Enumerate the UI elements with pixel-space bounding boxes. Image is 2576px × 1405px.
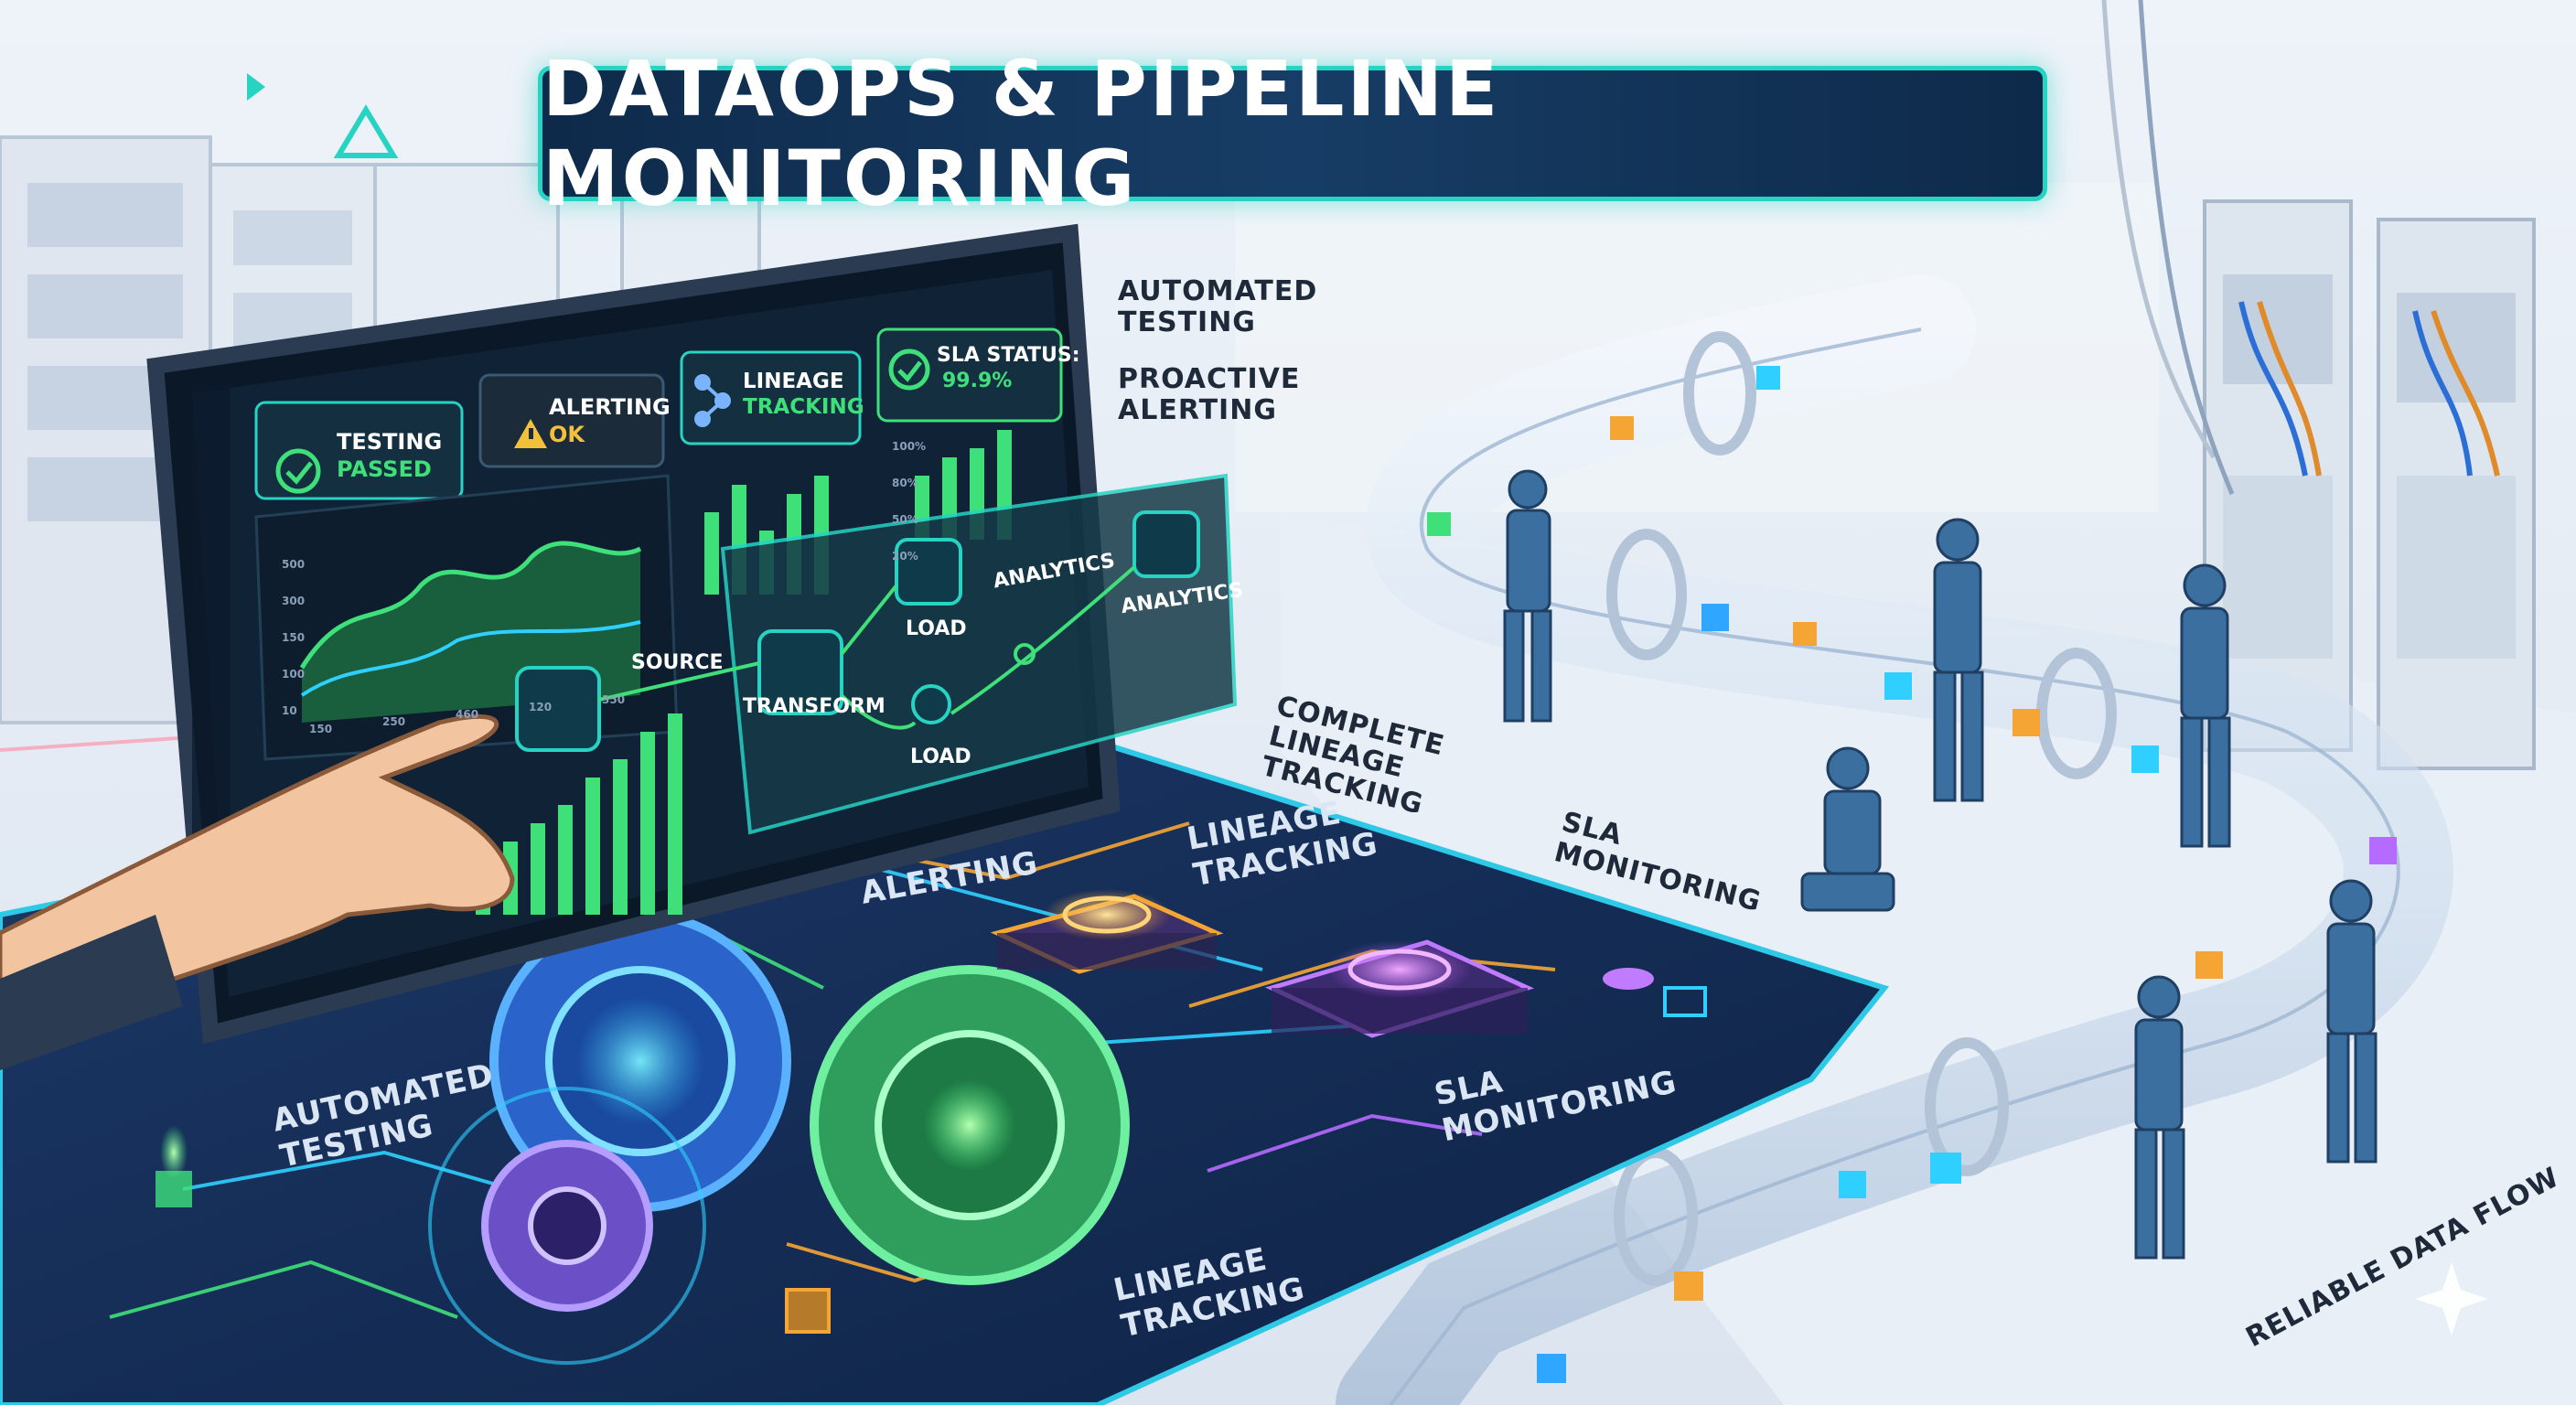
flow-label-source: SOURCE <box>631 651 724 674</box>
testing-card-status: PASSED <box>337 456 432 482</box>
flow-label-transform: TRANSFORM <box>743 695 886 718</box>
page-title: DATAOPS & PIPELINE MONITORING <box>542 44 1501 223</box>
area-chart-y-tick: 100 <box>282 668 306 681</box>
area-chart-y-tick: 500 <box>282 558 306 571</box>
bar-chart-y-tick: 100% <box>892 440 927 453</box>
bar-chart-y-tick: 80% <box>892 477 918 489</box>
gear-icon <box>428 910 1130 1365</box>
label-proactive-alerting: PROACTIVE ALERTING <box>1118 363 1301 426</box>
testing-card-title: TESTING <box>337 429 443 455</box>
flow-label-load-bottom: LOAD <box>910 745 971 768</box>
status-cards <box>254 327 1063 500</box>
engineers-group <box>1503 469 2377 1260</box>
area-chart-x-tick: 350 <box>602 693 626 706</box>
data-cube-icon <box>156 968 1707 1334</box>
flow-label-load-top: LOAD <box>906 617 967 640</box>
check-circle-icon <box>275 349 930 494</box>
bar-chart-y-tick: 20% <box>892 550 918 563</box>
bar-chart-y-tick: 50% <box>892 513 918 526</box>
area-chart-x-tick: 250 <box>382 715 406 728</box>
warning-icon <box>514 419 547 448</box>
sla-card-title: SLA STATUS: <box>937 344 1080 367</box>
label-automated-testing: AUTOMATED TESTING <box>1118 275 1318 338</box>
area-chart-y-tick: 300 <box>282 595 306 607</box>
title-banner: DATAOPS & PIPELINE MONITORING <box>538 44 2047 223</box>
area-chart-x-tick: 460 <box>456 708 479 721</box>
lineage-card-title: LINEAGE <box>743 370 844 393</box>
hand-pointer-icon <box>0 713 515 1070</box>
alerting-card-status: OK <box>549 422 585 447</box>
area-chart-y-tick: 150 <box>282 631 306 644</box>
alerting-device <box>990 889 1224 974</box>
sla-card-value: 99.9% <box>942 370 1013 392</box>
area-chart-x-tick: 120 <box>529 701 553 713</box>
alerting-card-title: ALERTING <box>549 394 671 420</box>
area-chart-x-tick: 150 <box>309 723 333 735</box>
lineage-nodes-icon <box>694 374 731 427</box>
sla-monitoring-device <box>1264 939 1535 1038</box>
pipeline-flow-panel <box>515 473 1238 835</box>
lineage-card-sub: TRACKING <box>743 395 864 419</box>
area-chart-y-tick: 10 <box>282 704 297 717</box>
server-rack-right <box>2101 0 2536 770</box>
